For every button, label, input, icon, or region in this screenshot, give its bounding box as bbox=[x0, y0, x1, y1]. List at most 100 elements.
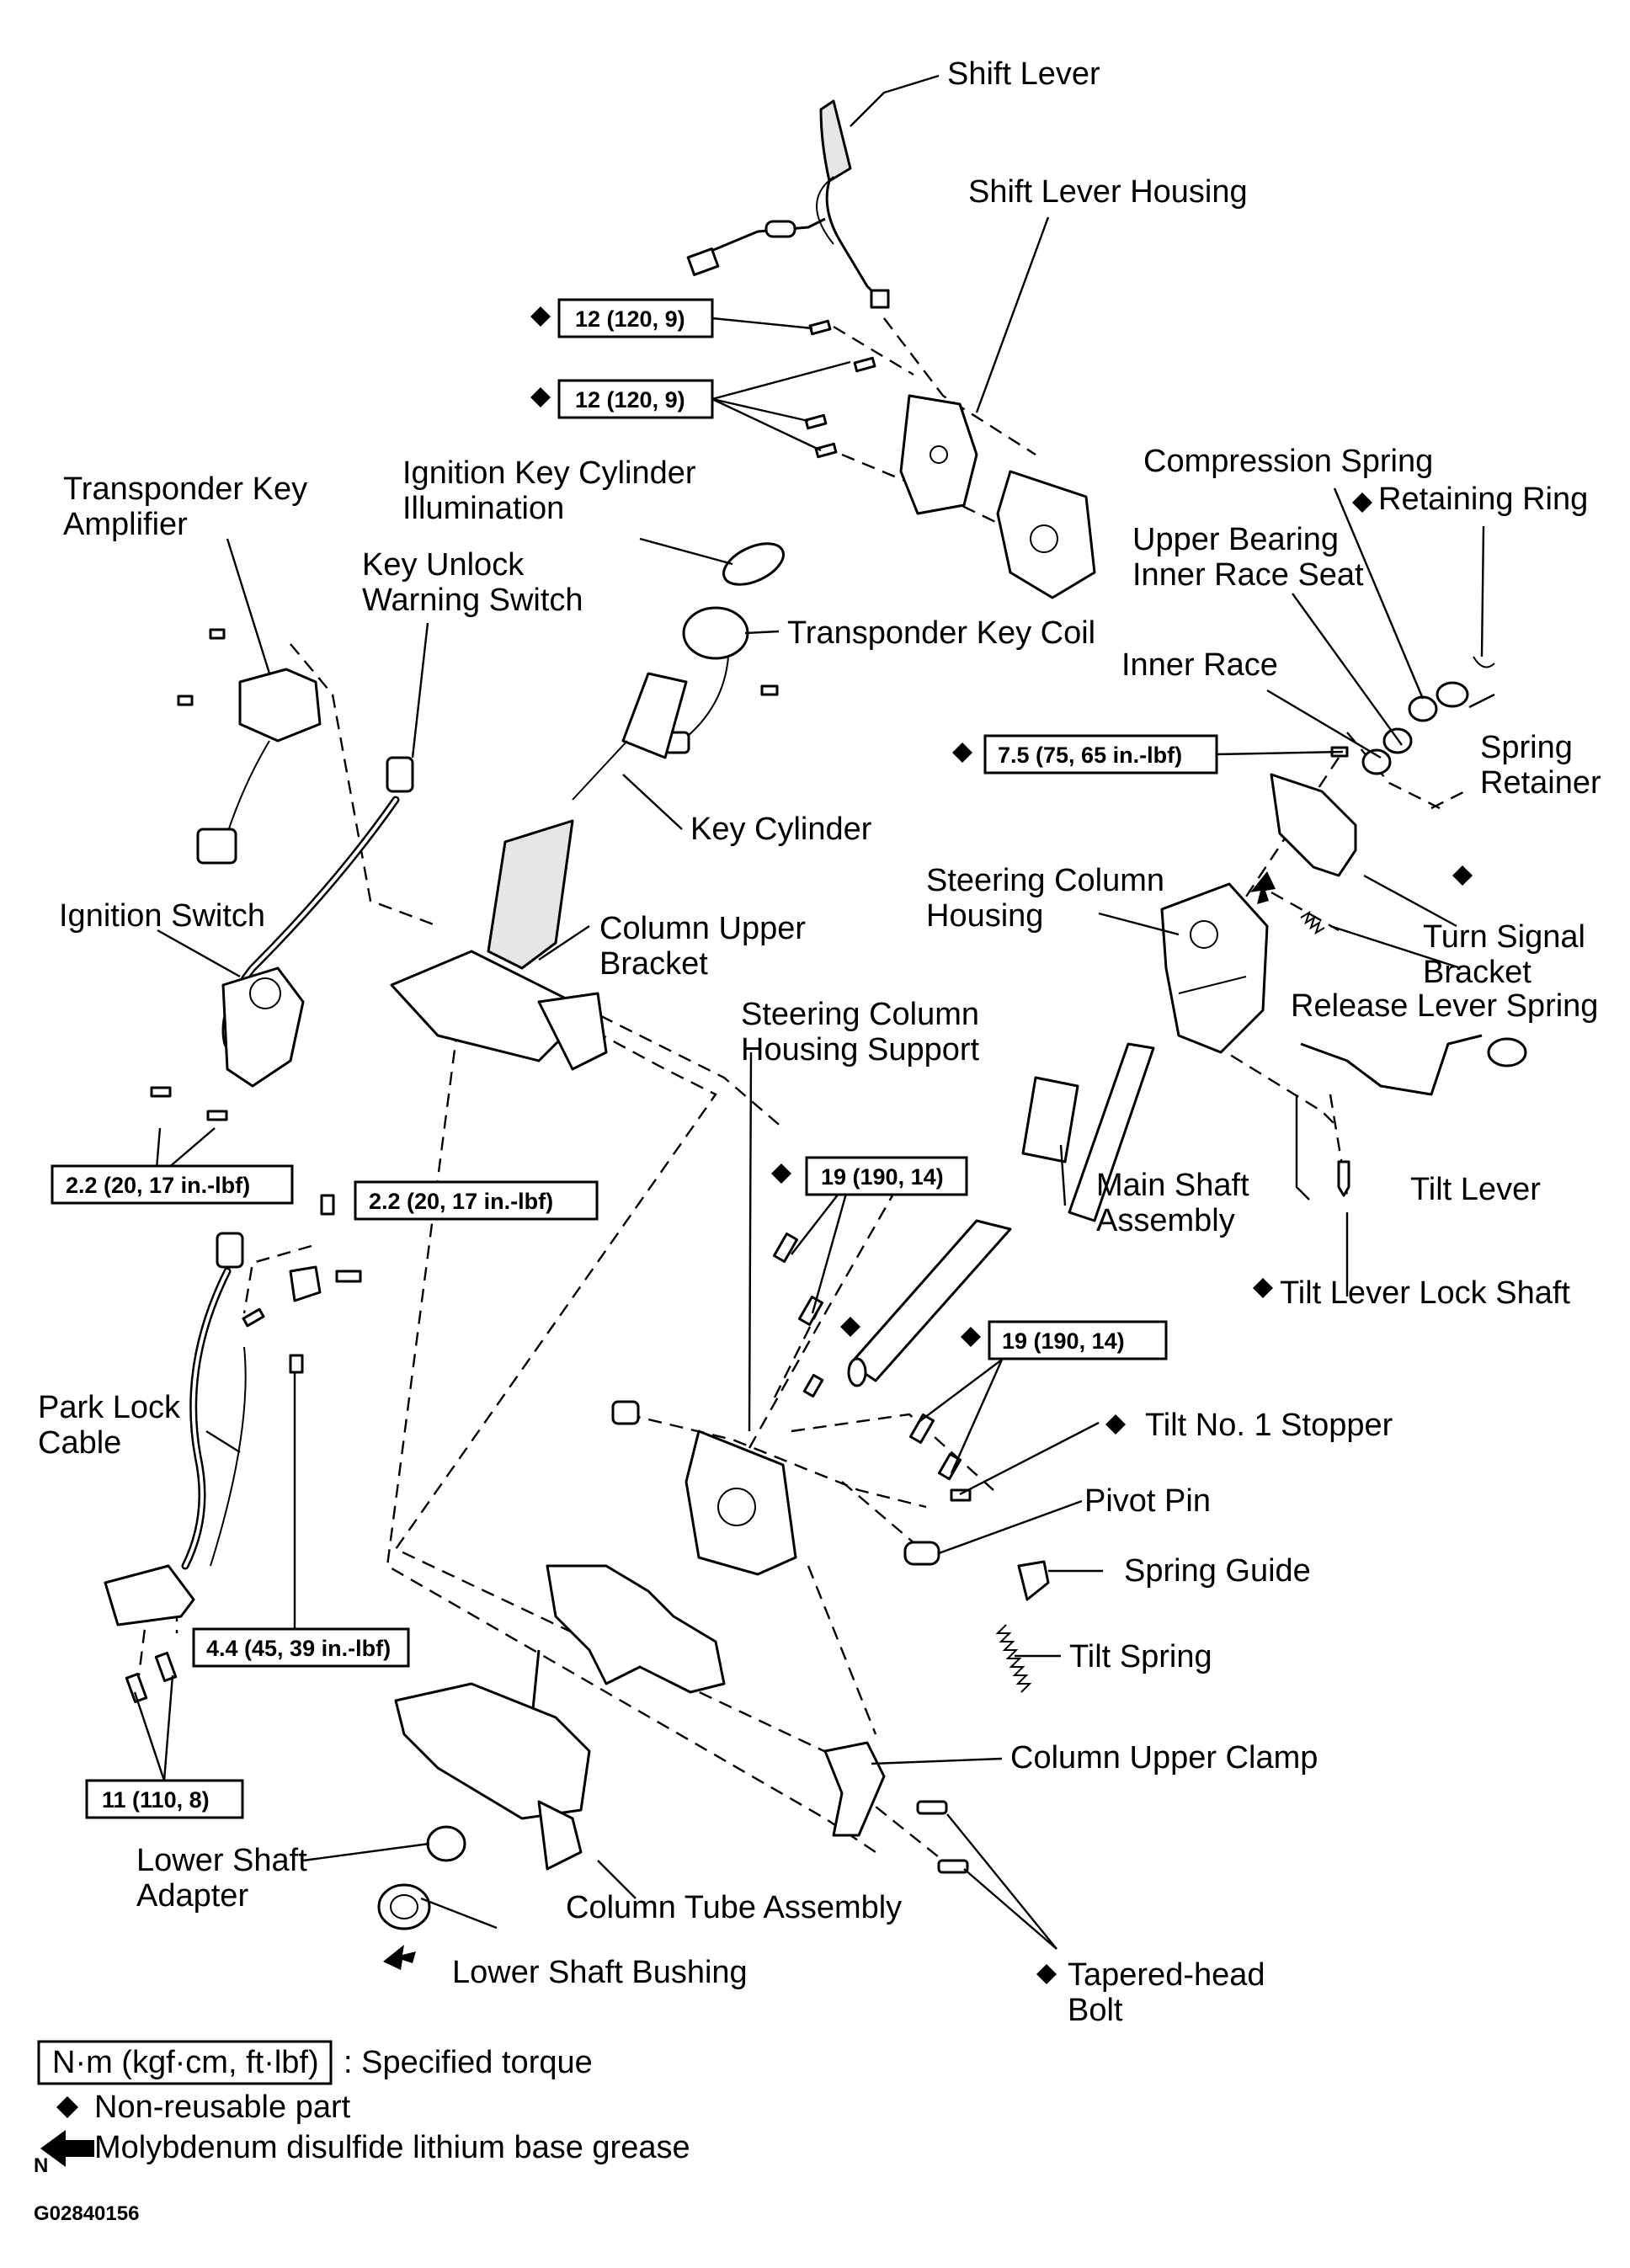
transponder-amplifier-part bbox=[177, 628, 322, 865]
label-compression-spring: Compression Spring bbox=[1143, 444, 1433, 479]
label-column-upper-bracket-line2: Bracket bbox=[599, 946, 708, 982]
park-lock-cable-part bbox=[104, 1194, 362, 1703]
turn-signal-bracket-part bbox=[1270, 773, 1357, 877]
label-ignition-switch: Ignition Switch bbox=[59, 898, 265, 934]
torque-box-key-unlock-screw: 2.2 (20, 17 in.-lbf) bbox=[354, 1180, 599, 1221]
parts bbox=[104, 99, 1527, 1970]
label-tapered-head-bolt-line1: Tapered-head bbox=[1068, 1957, 1265, 1993]
label-spring-guide: Spring Guide bbox=[1124, 1553, 1311, 1589]
steering-column-housing-part bbox=[1160, 882, 1269, 1054]
release-lever-spring-part bbox=[1300, 910, 1325, 935]
svg-text:12 (120, 9): 12 (120, 9) bbox=[575, 387, 685, 413]
label-park-lock-cable-line2: Cable bbox=[38, 1425, 121, 1461]
label-shift-lever-housing: Shift Lever Housing bbox=[968, 174, 1248, 210]
label-steering-column-housing-line2: Housing bbox=[926, 898, 1043, 934]
label-shift-lever: Shift Lever bbox=[947, 56, 1100, 92]
shift-lever-housing-part bbox=[899, 394, 1096, 599]
svg-text:2.2 (20, 17 in.-lbf): 2.2 (20, 17 in.-lbf) bbox=[66, 1173, 250, 1198]
shift-lever-part bbox=[686, 99, 890, 309]
label-lower-shaft-adapter-line2: Adapter bbox=[136, 1878, 248, 1914]
diamond-icon bbox=[1105, 1414, 1126, 1435]
diamond-icon bbox=[530, 306, 551, 327]
label-release-lever-spring: Release Lever Spring bbox=[1291, 988, 1598, 1024]
diamond-icon bbox=[771, 1163, 791, 1184]
label-main-shaft-assembly-line1: Main Shaft bbox=[1096, 1168, 1249, 1203]
label-inner-race: Inner Race bbox=[1121, 647, 1278, 683]
non-reusable-markers bbox=[530, 306, 1473, 1984]
lower-shaft-parts bbox=[377, 1825, 466, 1930]
pivot-spring-parts bbox=[903, 1541, 1050, 1693]
label-upper-bearing-inner-race-seat-line2: Inner Race Seat bbox=[1132, 557, 1364, 593]
torque-box-housing-support-bolts: 19 (190, 14) bbox=[805, 1156, 968, 1196]
tilt-lever-lock-shaft-part bbox=[1337, 1160, 1350, 1197]
torque-box-shift-lever-bolt: 12 (120, 9) bbox=[557, 298, 714, 338]
shift-bolts bbox=[804, 319, 876, 459]
legend-torque-unit: N·m (kgf·cm, ft·lbf) bbox=[52, 2045, 319, 2080]
label-key-cylinder: Key Cylinder bbox=[690, 812, 872, 847]
north-marker: N bbox=[34, 2154, 48, 2177]
column-tube-part bbox=[394, 1564, 726, 1871]
torque-box-pivot-bolts: 19 (190, 14) bbox=[988, 1320, 1168, 1360]
label-tilt-spring: Tilt Spring bbox=[1069, 1639, 1212, 1674]
torque-box-shift-housing-bolts: 12 (120, 9) bbox=[557, 379, 714, 419]
svg-text:19 (190, 14): 19 (190, 14) bbox=[1002, 1328, 1125, 1354]
column-upper-bracket-part bbox=[390, 819, 608, 1071]
label-tapered-head-bolt-line2: Bolt bbox=[1068, 1993, 1123, 2028]
label-spring-retainer-line1: Spring bbox=[1480, 730, 1573, 765]
legend-grease: Molybdenum disulfide lithium base grease bbox=[94, 2130, 690, 2165]
upper-right-small-parts bbox=[1330, 656, 1495, 775]
label-pivot-pin: Pivot Pin bbox=[1084, 1483, 1211, 1519]
label-lower-shaft-adapter-line1: Lower Shaft bbox=[136, 1843, 307, 1878]
label-spring-retainer-line2: Retainer bbox=[1480, 765, 1601, 801]
label-steering-column-housing-support-line1: Steering Column bbox=[741, 997, 979, 1032]
diamond-icon bbox=[840, 1317, 860, 1337]
torque-box-park-lock-screw: 4.4 (45, 39 in.-lbf) bbox=[192, 1627, 410, 1668]
label-column-tube-assembly: Column Tube Assembly bbox=[566, 1890, 902, 1925]
label-lower-shaft-bushing: Lower Shaft Bushing bbox=[452, 1955, 748, 1990]
main-shaft-part bbox=[847, 1042, 1155, 1387]
svg-text:4.4 (45, 39 in.-lbf): 4.4 (45, 39 in.-lbf) bbox=[206, 1636, 391, 1661]
illumination-ring-part bbox=[722, 542, 785, 586]
svg-text:12 (120, 9): 12 (120, 9) bbox=[575, 306, 685, 332]
grease-arrow-icon bbox=[40, 2130, 94, 2167]
leader-lines bbox=[133, 74, 1495, 1950]
column-upper-clamp-part bbox=[823, 1741, 886, 1837]
label-turn-signal-bracket-line1: Turn Signal bbox=[1423, 919, 1585, 955]
label-main-shaft-assembly-line2: Assembly bbox=[1096, 1203, 1235, 1238]
diamond-icon bbox=[530, 387, 551, 407]
key-cylinder-part bbox=[572, 672, 688, 801]
label-key-unlock-warning-switch-line1: Key Unlock bbox=[362, 547, 525, 583]
diamond-icon bbox=[1452, 865, 1473, 886]
label-column-upper-bracket-line1: Column Upper bbox=[599, 911, 806, 946]
svg-text:11 (110, 8): 11 (110, 8) bbox=[102, 1787, 210, 1813]
diamond-icon bbox=[1036, 1964, 1057, 1984]
torque-spec-boxes: 12 (120, 9) 12 (120, 9) 7.5 (75, 65 in.-… bbox=[51, 298, 1218, 1819]
torque-box-ignition-switch-screws: 2.2 (20, 17 in.-lbf) bbox=[51, 1164, 294, 1205]
label-ignition-key-cylinder-illumination-line2: Illumination bbox=[402, 491, 564, 526]
label-tilt-no1-stopper: Tilt No. 1 Stopper bbox=[1145, 1408, 1393, 1443]
legend-torque-box bbox=[37, 2040, 333, 2085]
diamond-icon bbox=[1253, 1278, 1273, 1298]
label-key-unlock-warning-switch-line2: Warning Switch bbox=[362, 583, 583, 618]
diamond-icon bbox=[961, 1327, 981, 1347]
figure-id: G02840156 bbox=[34, 2202, 139, 2225]
tilt-lever-part bbox=[1300, 1034, 1527, 1096]
label-transponder-key-coil: Transponder Key Coil bbox=[787, 615, 1095, 651]
svg-text:2.2 (20, 17 in.-lbf): 2.2 (20, 17 in.-lbf) bbox=[369, 1189, 553, 1214]
housing-support-bolts bbox=[772, 1232, 972, 1502]
part-labels: Shift Lever Shift Lever Housing Compress… bbox=[38, 56, 1601, 2028]
grease-arrows-drawing bbox=[383, 871, 1276, 1970]
legend-torque-desc: : Specified torque bbox=[344, 2045, 593, 2080]
label-retaining-ring: Retaining Ring bbox=[1378, 482, 1588, 517]
legend-non-reusable: Non-reusable part bbox=[94, 2090, 351, 2125]
ignition-switch-part bbox=[150, 966, 305, 1121]
legend: N·m (kgf·cm, ft·lbf) : Specified torque … bbox=[34, 2040, 690, 2225]
label-park-lock-cable-line1: Park Lock bbox=[38, 1390, 181, 1425]
label-ignition-key-cylinder-illumination-line1: Ignition Key Cylinder bbox=[402, 455, 696, 491]
housing-support-part bbox=[611, 1400, 797, 1576]
label-steering-column-housing-line1: Steering Column bbox=[926, 863, 1164, 898]
torque-box-turn-signal-bracket-bolt: 7.5 (75, 65 in.-lbf) bbox=[983, 734, 1218, 775]
label-tilt-lever: Tilt Lever bbox=[1410, 1172, 1541, 1207]
label-steering-column-housing-support-line2: Housing Support bbox=[741, 1032, 980, 1067]
